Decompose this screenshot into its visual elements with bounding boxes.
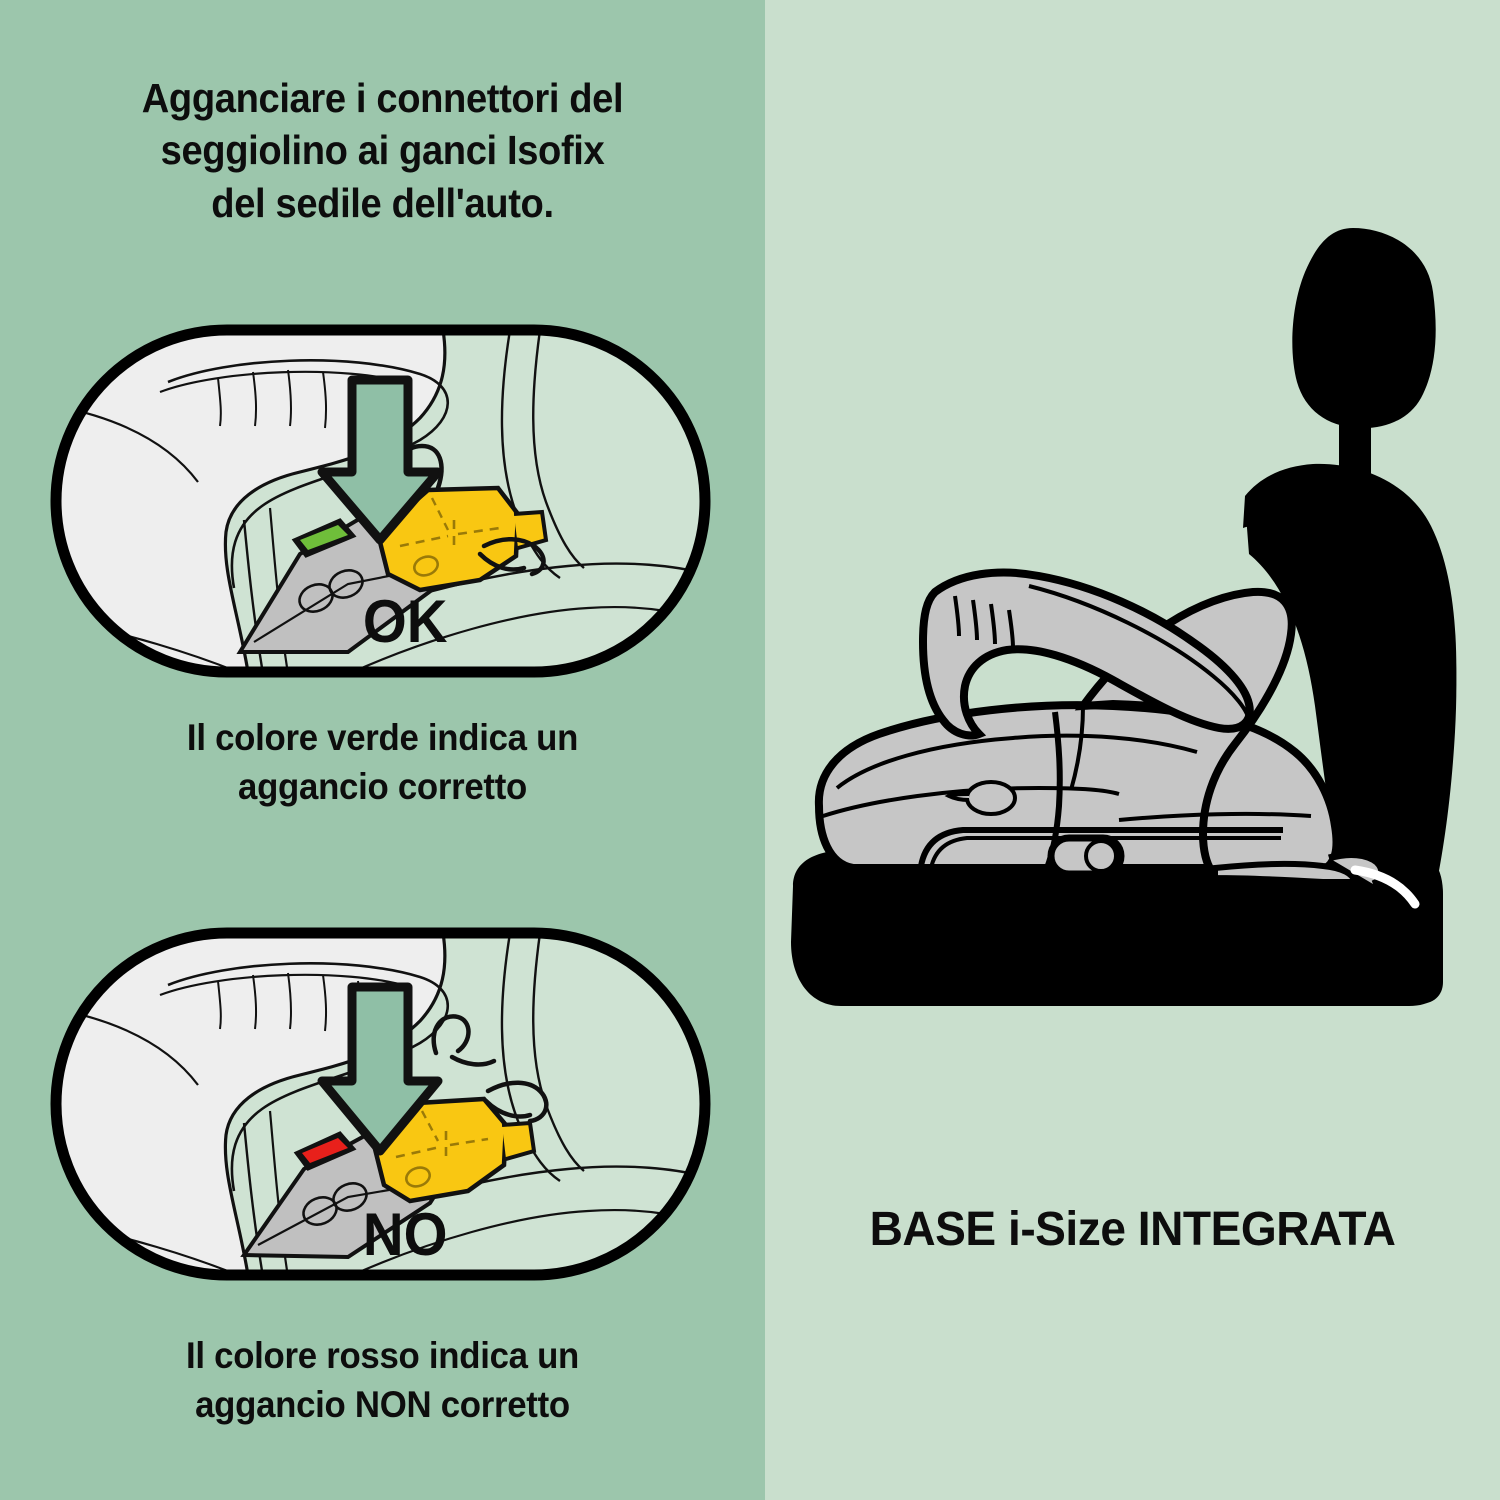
car-seat-silhouette: [791, 228, 1457, 1006]
status-indicator-no: [293, 1131, 357, 1171]
booster-seat: [814, 568, 1386, 888]
caption-red-incorrect: Il colore rosso indica un aggancio NON c…: [185, 1335, 580, 1425]
figure-ok-correct-attachment: OK: [48, 322, 713, 680]
right-product-panel: BASE i-Size INTEGRATA: [765, 0, 1500, 1500]
verdict-label-ok: OK: [363, 588, 448, 655]
ok-scene: OK: [56, 330, 705, 672]
press-down-arrow-icon: [317, 982, 443, 1156]
figure-no-incorrect-attachment: NO: [48, 925, 713, 1283]
ok-oval-frame: [50, 324, 711, 678]
left-instruction-panel: Agganciare i connettori del seggiolino a…: [0, 0, 765, 1500]
isofix-anchor-bars-detached: [431, 1014, 549, 1124]
no-scene: NO: [56, 933, 705, 1275]
caption-green-correct: Il colore verde indica un aggancio corre…: [186, 717, 579, 807]
press-down-arrow-icon: [317, 375, 443, 545]
verdict-label-no: NO: [363, 1201, 448, 1268]
page-title: Agganciare i connettori del seggiolino a…: [141, 75, 624, 226]
product-name-label: BASE i-Size INTEGRATA: [869, 1203, 1396, 1256]
no-oval-frame: [50, 927, 711, 1281]
car-seat-with-booster-illustration: [783, 214, 1495, 1076]
isofix-strap: [1350, 865, 1420, 909]
release-button: [1047, 834, 1125, 878]
isofix-connector: [375, 485, 549, 593]
belt-guide-detail: [944, 780, 1017, 816]
status-indicator-ok: [291, 518, 357, 558]
